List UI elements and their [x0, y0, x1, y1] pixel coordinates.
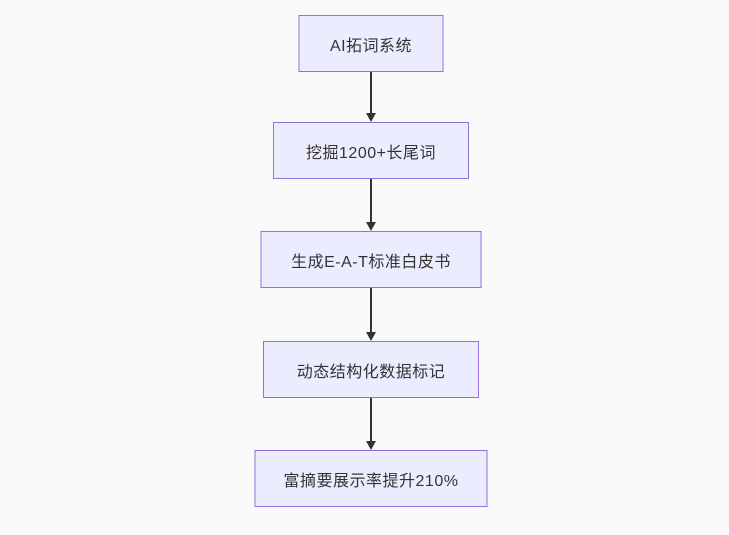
flow-arrow-3	[366, 288, 376, 341]
arrow-line	[370, 179, 372, 223]
flow-arrow-4	[366, 398, 376, 450]
arrow-line	[370, 288, 372, 333]
flow-node-ai-keyword-system: AI拓词系统	[298, 15, 444, 72]
flow-node-label: 挖掘1200+长尾词	[306, 144, 436, 162]
flow-arrow-1	[366, 72, 376, 122]
flow-node-label: 富摘要展示率提升210%	[283, 472, 459, 490]
arrow-head-icon	[366, 113, 376, 122]
flow-node-label: 生成E-A-T标准白皮书	[291, 253, 451, 271]
arrow-line	[370, 72, 372, 114]
flow-node-rich-snippet-rate: 富摘要展示率提升210%	[254, 450, 488, 507]
arrow-head-icon	[366, 222, 376, 231]
arrow-head-icon	[366, 441, 376, 450]
flow-node-structured-data: 动态结构化数据标记	[263, 341, 479, 398]
flow-node-label: 动态结构化数据标记	[296, 363, 446, 381]
arrow-head-icon	[366, 332, 376, 341]
arrow-line	[370, 398, 372, 442]
flow-arrow-2	[366, 179, 376, 231]
flow-node-longtail-mining: 挖掘1200+长尾词	[273, 122, 469, 179]
flow-node-eat-whitepaper: 生成E-A-T标准白皮书	[260, 231, 482, 288]
flow-node-label: AI拓词系统	[329, 37, 413, 55]
